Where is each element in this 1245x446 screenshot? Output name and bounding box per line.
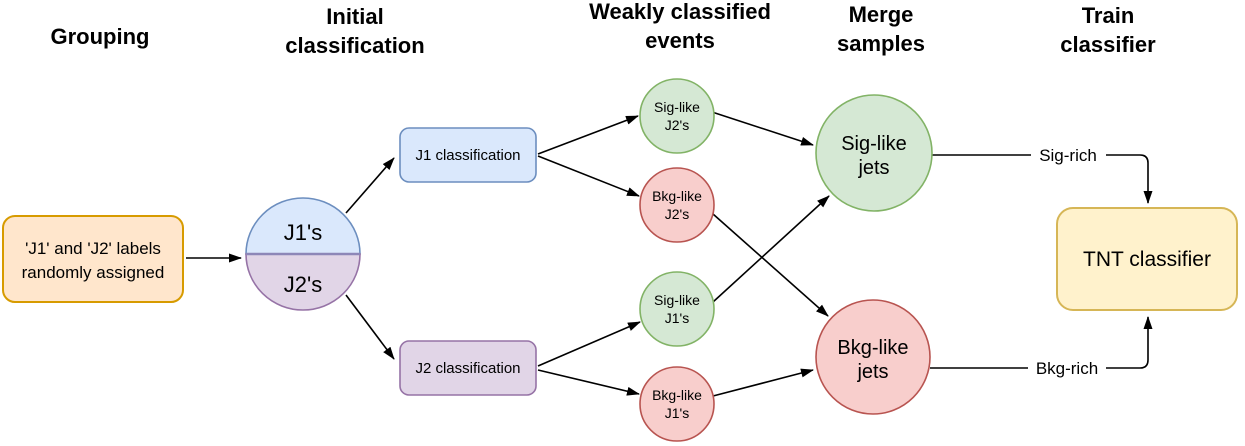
- edge-split-to-j2-classification: [345, 294, 395, 360]
- edge-j1class-to-bkg-like-j2: [537, 155, 640, 197]
- edge-label-sig-rich: Sig-rich: [1031, 143, 1106, 166]
- sig-like-j2-shape: [639, 78, 715, 154]
- header-merge-samples-1: Merge: [849, 2, 914, 27]
- bkg-like-jets-text-1: Bkg-like: [837, 337, 908, 359]
- edge-label-bkg-rich: Bkg-rich: [1028, 356, 1106, 379]
- sig-rich-label: Sig-rich: [1039, 146, 1097, 165]
- split-circle-bottom-label: J2's: [284, 272, 322, 297]
- bkg-like-j2-shape: [639, 167, 715, 243]
- node-grouping-box: 'J1' and 'J2' labels randomly assigned: [2, 215, 184, 303]
- sig-like-j2-text-2: J2's: [665, 117, 689, 133]
- bkg-like-j1-text-2: J1's: [665, 405, 689, 421]
- tnt-classifier-shape: [1056, 207, 1238, 311]
- sig-like-j1-text-1: Sig-like: [654, 292, 700, 308]
- bkg-rich-label: Bkg-rich: [1036, 359, 1098, 378]
- node-j1-classification: J1 classification: [399, 127, 537, 183]
- grouping-box-shape: [2, 215, 184, 303]
- header-initial-classification-2: classification: [285, 33, 424, 58]
- edge-bkg-like-j1-to-bkg-jets: [712, 368, 814, 397]
- node-tnt-classifier: TNT classifier: [1056, 207, 1238, 311]
- header-train-classifier-1: Train: [1082, 3, 1135, 28]
- edge-split-to-j1-classification: [345, 157, 395, 214]
- j1-classification-shape: [399, 127, 537, 183]
- bkg-rich-label-bg: [1028, 356, 1106, 379]
- header-merge-samples-2: samples: [837, 31, 925, 56]
- sig-like-j1-shape: [639, 271, 715, 347]
- j2-classification-label: J2 classification: [415, 360, 520, 377]
- node-bkg-like-jets: Bkg-like jets: [815, 299, 931, 415]
- edge-sig-like-j2-to-sig-jets: [711, 111, 814, 146]
- header-weakly-classified-2: events: [645, 28, 715, 53]
- bkg-like-jets-text-2: jets: [856, 361, 888, 383]
- bkg-like-jets-shape: [815, 299, 931, 415]
- bkg-like-j2-text-1: Bkg-like: [652, 188, 702, 204]
- node-j2-classification: J2 classification: [399, 340, 537, 396]
- j1-classification-label: J1 classification: [415, 147, 520, 164]
- header-grouping: Grouping: [51, 24, 150, 49]
- edge-j2class-to-sig-like-j1: [537, 321, 641, 367]
- j2-classification-shape: [399, 340, 537, 396]
- header-initial-classification-1: Initial: [326, 4, 383, 29]
- edge-j2class-to-bkg-like-j1: [537, 369, 640, 396]
- grouping-box-text-1: 'J1' and 'J2' labels: [25, 239, 161, 258]
- edge-sig-rich: [932, 154, 1153, 204]
- node-sig-like-jets: Sig-like jets: [815, 94, 933, 212]
- sig-like-jets-shape: [815, 94, 933, 212]
- edge-bkg-rich: [930, 316, 1153, 369]
- edge-bkg-like-j2-to-bkg-jets: [712, 213, 829, 317]
- header-weakly-classified-1: Weakly classified: [589, 0, 771, 24]
- sig-like-j2-text-1: Sig-like: [654, 99, 700, 115]
- split-circle-top-half: [245, 197, 361, 255]
- sig-like-j1-text-2: J1's: [665, 310, 689, 326]
- node-sig-like-j1: Sig-like J1's: [639, 271, 715, 347]
- sig-like-jets-text-2: jets: [857, 157, 889, 179]
- grouping-box-text-2: randomly assigned: [22, 263, 165, 282]
- edge-j1class-to-sig-like-j2: [537, 115, 639, 155]
- bkg-like-j1-text-1: Bkg-like: [652, 387, 702, 403]
- sig-like-jets-text-1: Sig-like: [841, 133, 907, 155]
- header-train-classifier-2: classifier: [1060, 32, 1156, 57]
- bkg-like-j1-shape: [639, 366, 715, 442]
- sig-rich-label-bg: [1031, 143, 1106, 166]
- node-bkg-like-j2: Bkg-like J2's: [639, 167, 715, 243]
- node-bkg-like-j1: Bkg-like J1's: [639, 366, 715, 442]
- node-sig-like-j2: Sig-like J2's: [639, 78, 715, 154]
- bkg-like-j2-text-2: J2's: [665, 206, 689, 222]
- split-circle-bottom-half: [245, 253, 361, 311]
- edge-sig-like-j1-to-sig-jets: [712, 195, 830, 303]
- node-split-circle: J1's J2's: [245, 197, 361, 311]
- tnt-classifier-label: TNT classifier: [1083, 248, 1211, 271]
- edges: [186, 111, 1153, 397]
- split-circle-top-label: J1's: [284, 220, 322, 245]
